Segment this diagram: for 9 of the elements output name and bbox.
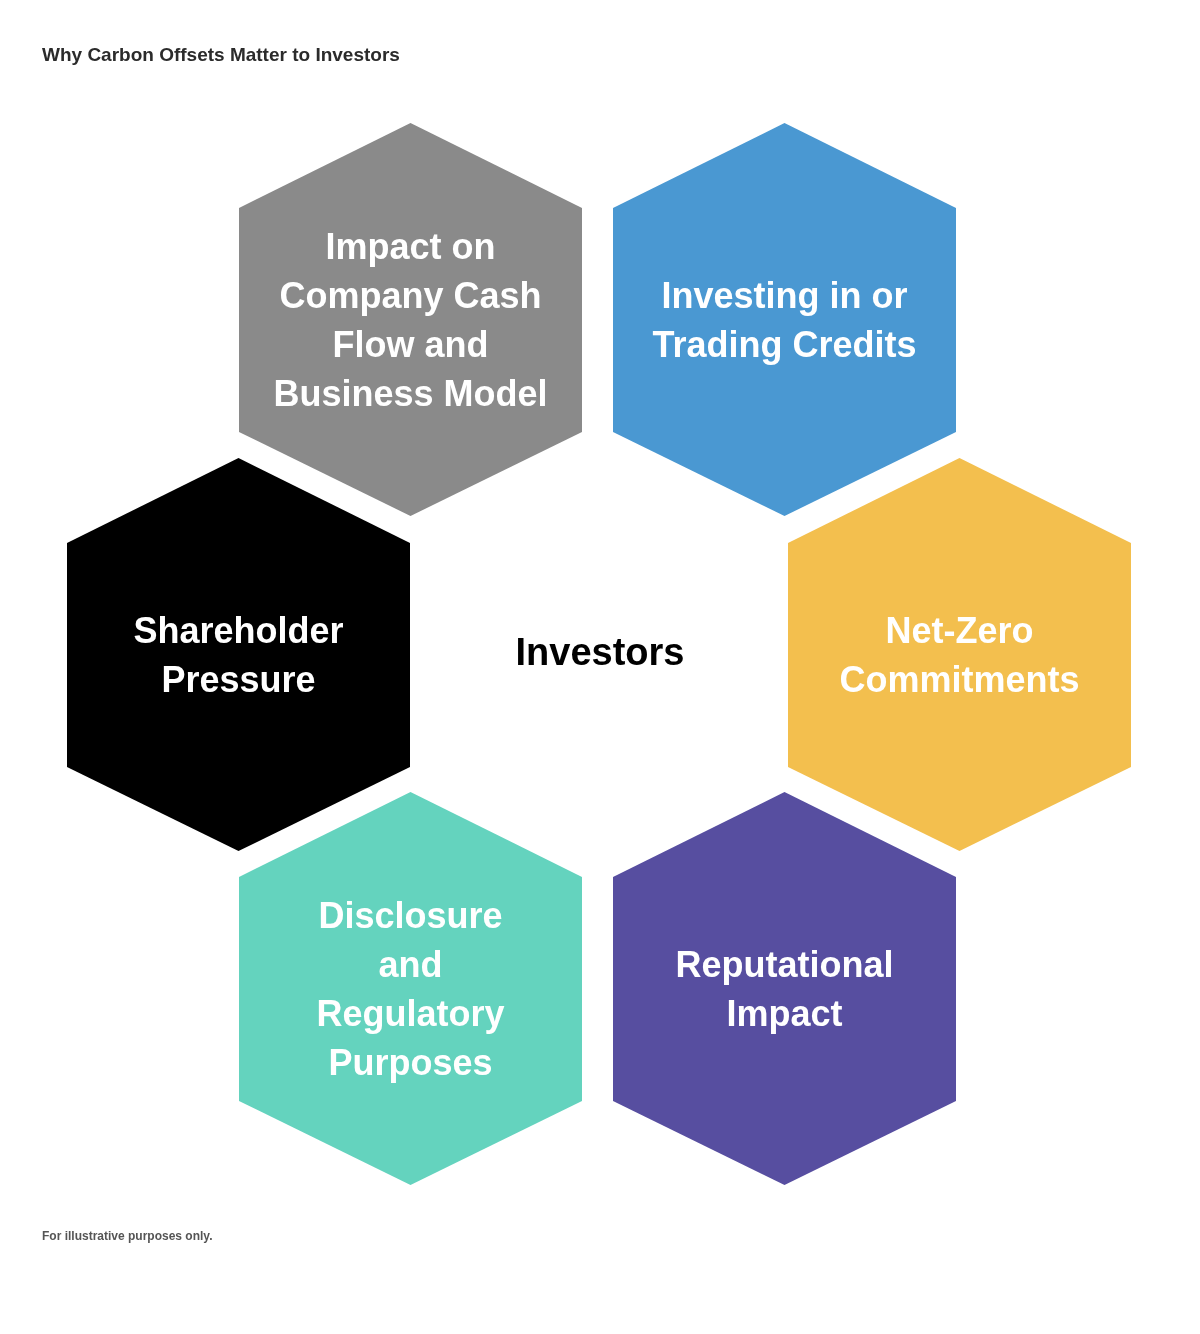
center-label: Investors [515,630,685,674]
footnote: For illustrative purposes only. [42,1229,213,1243]
topic-label: Investing in or Trading Credits [651,273,918,367]
topic-label: Reputational Impact [674,942,895,1036]
topic-label: Disclosure and Regulatory Purposes [315,893,506,1085]
topic-label: Impact on Company Cash Flow and Business Model [272,224,549,416]
topic-label: Shareholder Pressure [132,608,345,702]
topic-label: Net-Zero Commitments [838,608,1081,702]
chart-title: Why Carbon Offsets Matter to Investors [42,44,400,66]
